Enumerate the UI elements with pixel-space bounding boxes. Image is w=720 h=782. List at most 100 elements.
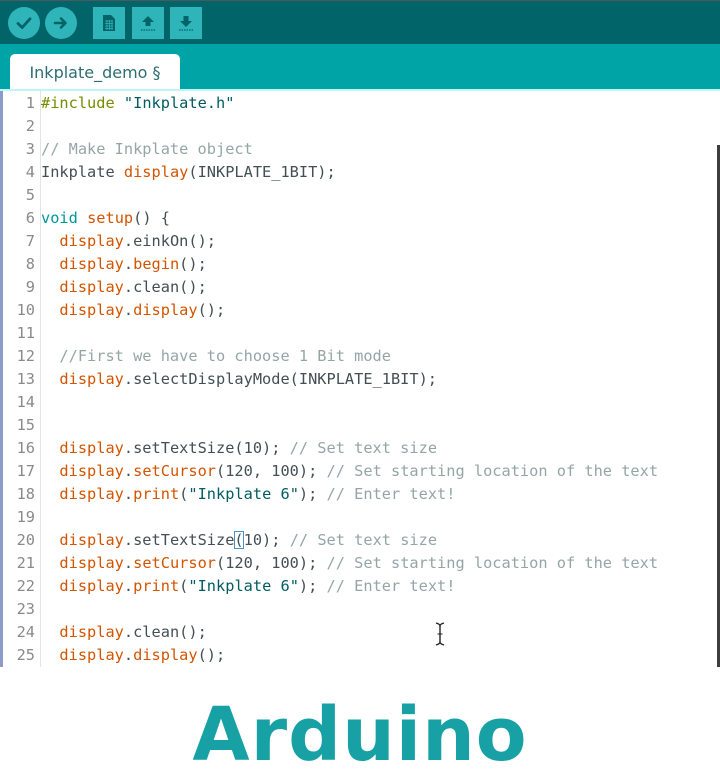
token-cm: // Make Inkplate object bbox=[41, 139, 253, 158]
line-number: 7 bbox=[25, 231, 35, 250]
line-number: 6 bbox=[25, 208, 35, 227]
token-plain: .selectDisplayMode(INKPLATE_1BIT); bbox=[123, 369, 438, 388]
token-plain: () { bbox=[133, 208, 170, 227]
token-plain: . bbox=[123, 645, 134, 664]
new-file-icon bbox=[103, 15, 115, 31]
code-text: Inkplate display(INKPLATE_1BIT); bbox=[41, 163, 336, 181]
code-text: display.print("Inkplate 6"); // Enter te… bbox=[41, 485, 455, 503]
code-line[interactable]: 14 bbox=[3, 390, 718, 413]
token-plain: .einkOn(); bbox=[123, 231, 216, 250]
token-plain: (); bbox=[179, 254, 207, 273]
code-line[interactable]: 10 display.display(); bbox=[3, 298, 718, 321]
token-cm: //First we have to choose 1 Bit mode bbox=[59, 346, 391, 365]
code-line[interactable]: 3 // Make Inkplate object bbox=[3, 137, 718, 160]
token-plain: 10); bbox=[243, 530, 290, 549]
gutter-separator bbox=[40, 91, 41, 667]
tab-inkplate-demo[interactable]: Inkplate_demo § bbox=[10, 54, 180, 90]
arduino-caption: Arduino bbox=[192, 692, 528, 778]
line-number: 12 bbox=[16, 346, 35, 365]
upload-button[interactable] bbox=[45, 7, 77, 39]
code-line[interactable]: 22 display.print("Inkplate 6"); // Enter… bbox=[3, 574, 718, 597]
code-line[interactable]: 13 display.selectDisplayMode(INKPLATE_1B… bbox=[3, 367, 718, 390]
token-fn: display bbox=[59, 438, 124, 457]
token-plain: . bbox=[123, 576, 134, 595]
save-button[interactable] bbox=[170, 7, 202, 39]
line-number: 19 bbox=[16, 507, 35, 526]
token-cm: // Enter text! bbox=[326, 484, 456, 503]
code-line[interactable]: 20 display.setTextSize(10); // Set text … bbox=[3, 528, 718, 551]
code-line[interactable]: 21 display.setCursor(120, 100); // Set s… bbox=[3, 551, 718, 574]
new-sketch-button[interactable] bbox=[93, 7, 125, 39]
code-line[interactable]: 9 display.clean(); bbox=[3, 275, 718, 298]
line-number: 24 bbox=[16, 622, 35, 641]
token-cm: // Enter text! bbox=[326, 576, 456, 595]
line-number: 9 bbox=[25, 277, 35, 296]
line-number: 14 bbox=[16, 392, 35, 411]
code-text: display.print("Inkplate 6"); // Enter te… bbox=[41, 577, 455, 595]
code-line[interactable]: 8 display.begin(); bbox=[3, 252, 718, 275]
token-plain bbox=[41, 485, 59, 503]
token-plain bbox=[78, 209, 87, 227]
line-number: 3 bbox=[25, 139, 35, 158]
token-pre: #include bbox=[41, 93, 115, 112]
vertical-scrollbar[interactable] bbox=[717, 145, 720, 667]
line-number: 13 bbox=[16, 369, 35, 388]
token-plain bbox=[41, 255, 59, 273]
code-line[interactable]: 12 //First we have to choose 1 Bit mode bbox=[3, 344, 718, 367]
tab-bar-divider bbox=[0, 89, 720, 91]
token-plain bbox=[41, 462, 59, 480]
token-plain: ); bbox=[298, 576, 327, 595]
token-fn: setCursor bbox=[133, 461, 216, 480]
line-number: 20 bbox=[16, 530, 35, 549]
code-text: display.display(); bbox=[41, 646, 225, 664]
token-plain: (); bbox=[197, 645, 226, 664]
code-text: display.einkOn(); bbox=[41, 232, 216, 250]
code-line[interactable]: 1#include "Inkplate.h" bbox=[3, 91, 718, 114]
code-line[interactable]: 24 display.clean(); bbox=[3, 620, 718, 643]
code-line[interactable]: 25 display.display(); bbox=[3, 643, 718, 666]
token-fn: setCursor bbox=[133, 553, 216, 572]
code-line[interactable]: 15 bbox=[3, 413, 718, 436]
line-number: 15 bbox=[16, 415, 35, 434]
token-fn: display bbox=[59, 530, 124, 549]
token-plain: Inkplate bbox=[41, 162, 124, 181]
line-number: 25 bbox=[16, 645, 35, 664]
token-fn: setup bbox=[87, 208, 134, 227]
token-plain: ); bbox=[298, 484, 327, 503]
code-line[interactable]: 5 bbox=[3, 183, 718, 206]
code-line[interactable]: 16 display.setTextSize(10); // Set text … bbox=[3, 436, 718, 459]
open-button[interactable] bbox=[132, 7, 164, 39]
token-plain: (120, 100); bbox=[216, 461, 327, 480]
code-line[interactable]: 7 display.einkOn(); bbox=[3, 229, 718, 252]
code-line[interactable]: 18 display.print("Inkplate 6"); // Enter… bbox=[3, 482, 718, 505]
token-fn: display bbox=[59, 254, 124, 273]
token-plain bbox=[41, 531, 59, 549]
text-cursor-ibeam-icon bbox=[435, 622, 445, 646]
token-str: "Inkplate.h" bbox=[123, 93, 235, 112]
token-fn: display bbox=[59, 277, 124, 296]
code-text: display.clean(); bbox=[41, 277, 206, 296]
token-cm: // Set starting location of the text bbox=[326, 553, 659, 572]
token-str: "Inkplate 6" bbox=[188, 484, 299, 503]
line-number: 22 bbox=[16, 576, 35, 595]
tab-bar: Inkplate_demo § bbox=[0, 44, 720, 90]
token-fn: display bbox=[59, 369, 124, 388]
code-line[interactable]: 23 bbox=[3, 597, 718, 620]
code-line[interactable]: 2 bbox=[3, 114, 718, 137]
verify-button[interactable] bbox=[8, 7, 40, 39]
check-icon bbox=[16, 17, 32, 29]
token-fn: display bbox=[59, 553, 124, 572]
code-line[interactable]: 17 display.setCursor(120, 100); // Set s… bbox=[3, 459, 718, 482]
token-plain: .setTextSize(10); bbox=[123, 438, 290, 457]
code-text: display.selectDisplayMode(INKPLATE_1BIT)… bbox=[41, 370, 437, 388]
code-line[interactable]: 19 bbox=[3, 505, 718, 528]
code-line[interactable]: 11 bbox=[3, 321, 718, 344]
toolbar bbox=[0, 0, 720, 44]
token-hl: ( bbox=[234, 530, 244, 549]
arrow-right-icon bbox=[53, 17, 67, 29]
token-plain: ( bbox=[179, 576, 189, 595]
token-fn: display bbox=[59, 484, 124, 503]
